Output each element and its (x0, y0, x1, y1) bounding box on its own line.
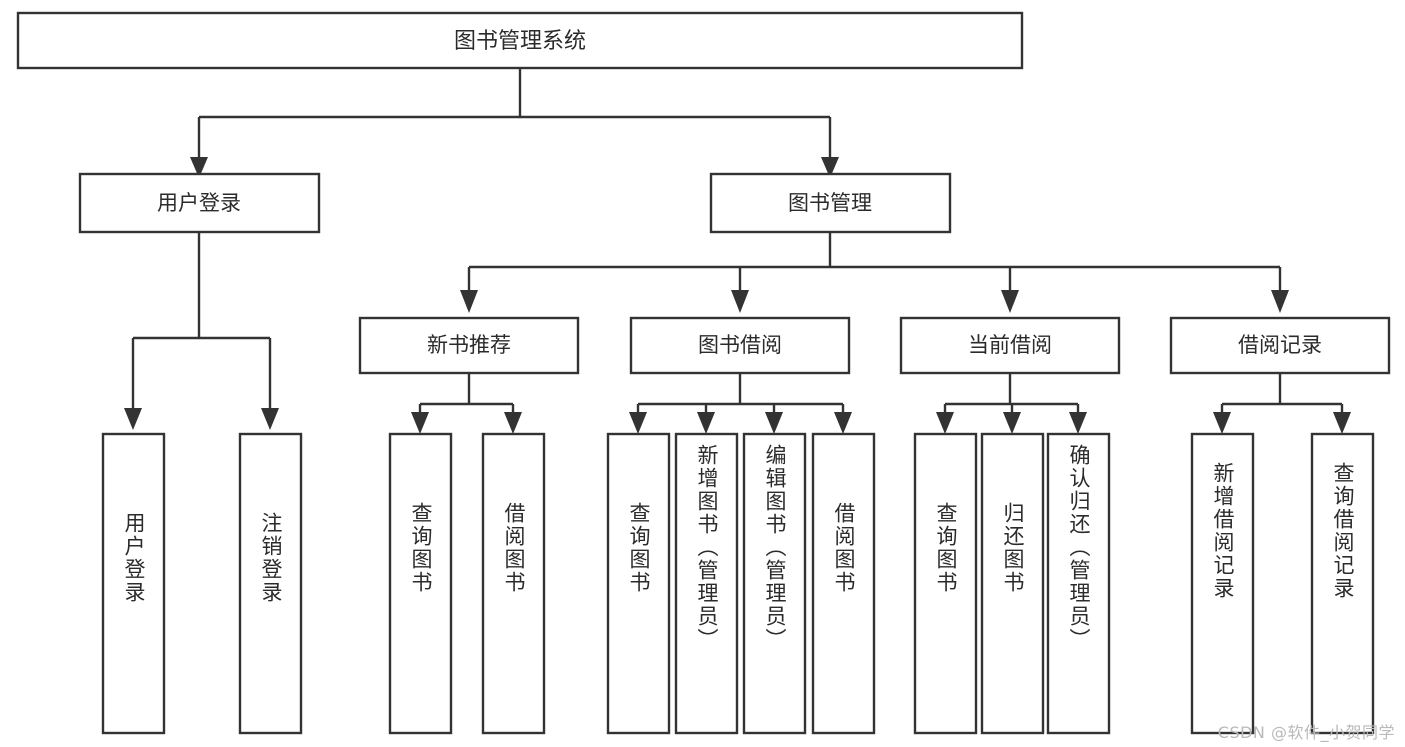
node-new-book-recommend-box (358, 316, 580, 375)
node-user-login-box (78, 172, 321, 234)
arrow-to-book-manage (821, 157, 839, 178)
leaf-box-user-login-0[interactable] (101, 432, 166, 735)
arrow-current-borrow-leaf-1 (1003, 412, 1021, 434)
node-new-book-recommend-label: 新书推荐 (427, 333, 511, 357)
node-current-borrow-box (899, 316, 1121, 375)
leaf-box-new-book-0[interactable] (388, 432, 453, 735)
arrow-user-login-leaf-0 (124, 408, 142, 430)
leaf-box-current-borrow-0[interactable] (913, 432, 978, 735)
node-current-borrow-label: 当前借阅 (968, 333, 1052, 357)
arrow-to-user-login (190, 157, 208, 178)
node-user-login-label: 用户登录 (157, 191, 241, 215)
node-book-management-label: 图书管理 (788, 191, 872, 215)
arrow-current-borrow-leaf-0 (936, 412, 954, 434)
node-new-book-recommend[interactable]: 新书推荐 (358, 316, 580, 375)
arrow-to-borrow-record (1271, 290, 1289, 313)
node-root-box (16, 11, 1024, 70)
node-book-borrow[interactable]: 图书借阅 (629, 316, 851, 375)
arrow-new-book-leaf-1 (504, 412, 522, 434)
node-borrow-record-label: 借阅记录 (1238, 333, 1322, 357)
arrow-book-borrow-leaf-1 (697, 412, 715, 434)
arrow-to-new-book (460, 290, 478, 313)
arrow-current-borrow-leaf-2 (1069, 412, 1087, 434)
node-root-book-management-system[interactable]: 图书管理系统 (16, 11, 1024, 70)
connector-group (124, 68, 1351, 434)
arrow-borrow-record-leaf-0 (1213, 412, 1231, 434)
csdn-watermark: CSDN @软件_小贺同学 (1217, 723, 1395, 742)
arrow-user-login-leaf-1 (261, 408, 279, 430)
leaf-box-borrow-record-1[interactable] (1310, 432, 1375, 735)
node-current-borrow[interactable]: 当前借阅 (899, 316, 1121, 375)
node-book-borrow-box (629, 316, 851, 375)
leaf-box-book-borrow-3[interactable] (811, 432, 876, 735)
arrow-new-book-leaf-0 (411, 412, 429, 434)
arrow-book-borrow-leaf-3 (834, 412, 852, 434)
leaf-box-book-borrow-1[interactable] (674, 432, 739, 735)
leaf-box-current-borrow-2[interactable] (1046, 432, 1111, 735)
arrow-book-borrow-leaf-2 (765, 412, 783, 434)
node-book-management[interactable]: 图书管理 (709, 172, 952, 234)
node-root-label: 图书管理系统 (454, 29, 586, 54)
leaf-box-book-borrow-0[interactable] (606, 432, 671, 735)
arrow-book-borrow-leaf-0 (629, 412, 647, 434)
node-book-borrow-label: 图书借阅 (698, 333, 782, 357)
leaf-box-current-borrow-1[interactable] (980, 432, 1045, 735)
arrow-to-book-borrow (731, 290, 749, 313)
node-borrow-record-box (1169, 316, 1391, 375)
arrow-borrow-record-leaf-1 (1333, 412, 1351, 434)
leaf-box-borrow-record-0[interactable] (1190, 432, 1255, 735)
leaf-box-book-borrow-2[interactable] (742, 432, 807, 735)
leaf-box-user-login-1[interactable] (238, 432, 303, 735)
node-user-login[interactable]: 用户登录 (78, 172, 321, 234)
node-book-management-box (709, 172, 952, 234)
node-borrow-record[interactable]: 借阅记录 (1169, 316, 1391, 375)
arrow-to-current-borrow (1001, 290, 1019, 313)
leaf-box-new-book-1[interactable] (481, 432, 546, 735)
